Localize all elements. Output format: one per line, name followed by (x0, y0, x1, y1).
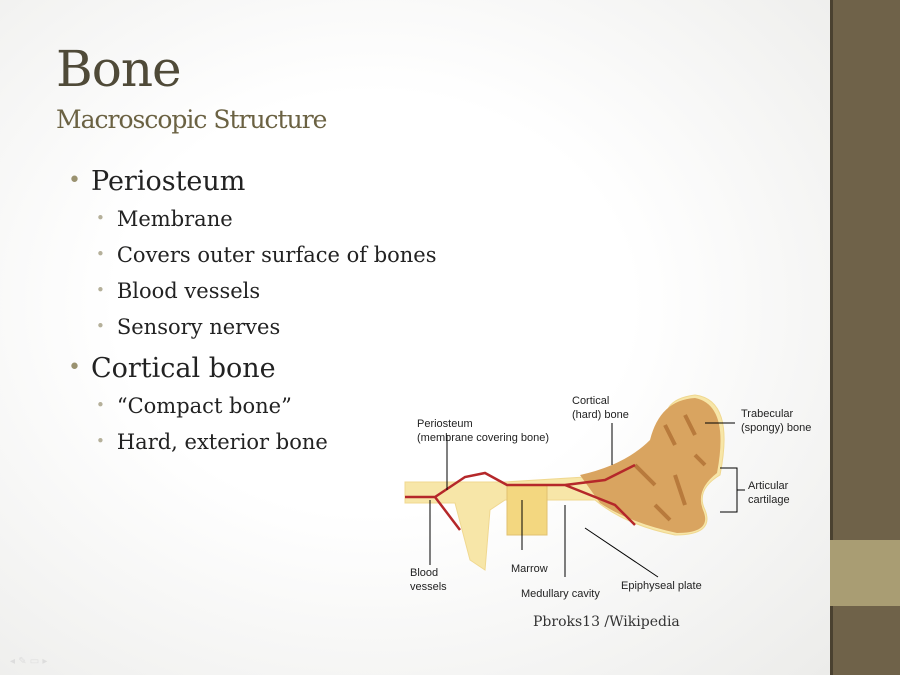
slideshow-controls[interactable]: ◂ ✎ ▭ ▸ (10, 656, 48, 667)
image-credit: Pbroks13 /Wikipedia (533, 614, 680, 630)
bullet-cortical-bone: Cortical bone (68, 353, 276, 384)
label-medullary-cavity: Medullary cavity (521, 588, 600, 600)
label-trabecular-bone: Trabecular(spongy) bone (741, 408, 812, 434)
bone-illustration (404, 394, 745, 578)
sub-bullet: Hard, exterior bone (96, 430, 328, 454)
slide: Bone Macroscopic Structure Periosteum Me… (0, 0, 830, 675)
label-cortical-bone: Cortical(hard) bone (572, 395, 629, 421)
sub-bullet: Blood vessels (96, 279, 260, 303)
bone-diagram: Periosteum(membrane covering bone) Corti… (395, 385, 835, 615)
sub-bullet: Sensory nerves (96, 315, 280, 339)
label-periosteum: Periosteum(membrane covering bone) (417, 418, 550, 444)
label-marrow: Marrow (511, 563, 548, 575)
sidebar-edge (830, 0, 833, 675)
bullet-periosteum: Periosteum (68, 166, 245, 197)
sidebar-accent-band (830, 540, 900, 606)
label-epiphyseal-plate: Epiphyseal plate (621, 580, 702, 592)
slide-subtitle: Macroscopic Structure (56, 105, 327, 134)
decorative-sidebar (830, 0, 900, 675)
sub-bullet: Membrane (96, 207, 233, 231)
sub-bullet: Covers outer surface of bones (96, 243, 437, 267)
slide-title: Bone (56, 40, 182, 98)
sub-bullet: “Compact bone” (96, 394, 292, 418)
